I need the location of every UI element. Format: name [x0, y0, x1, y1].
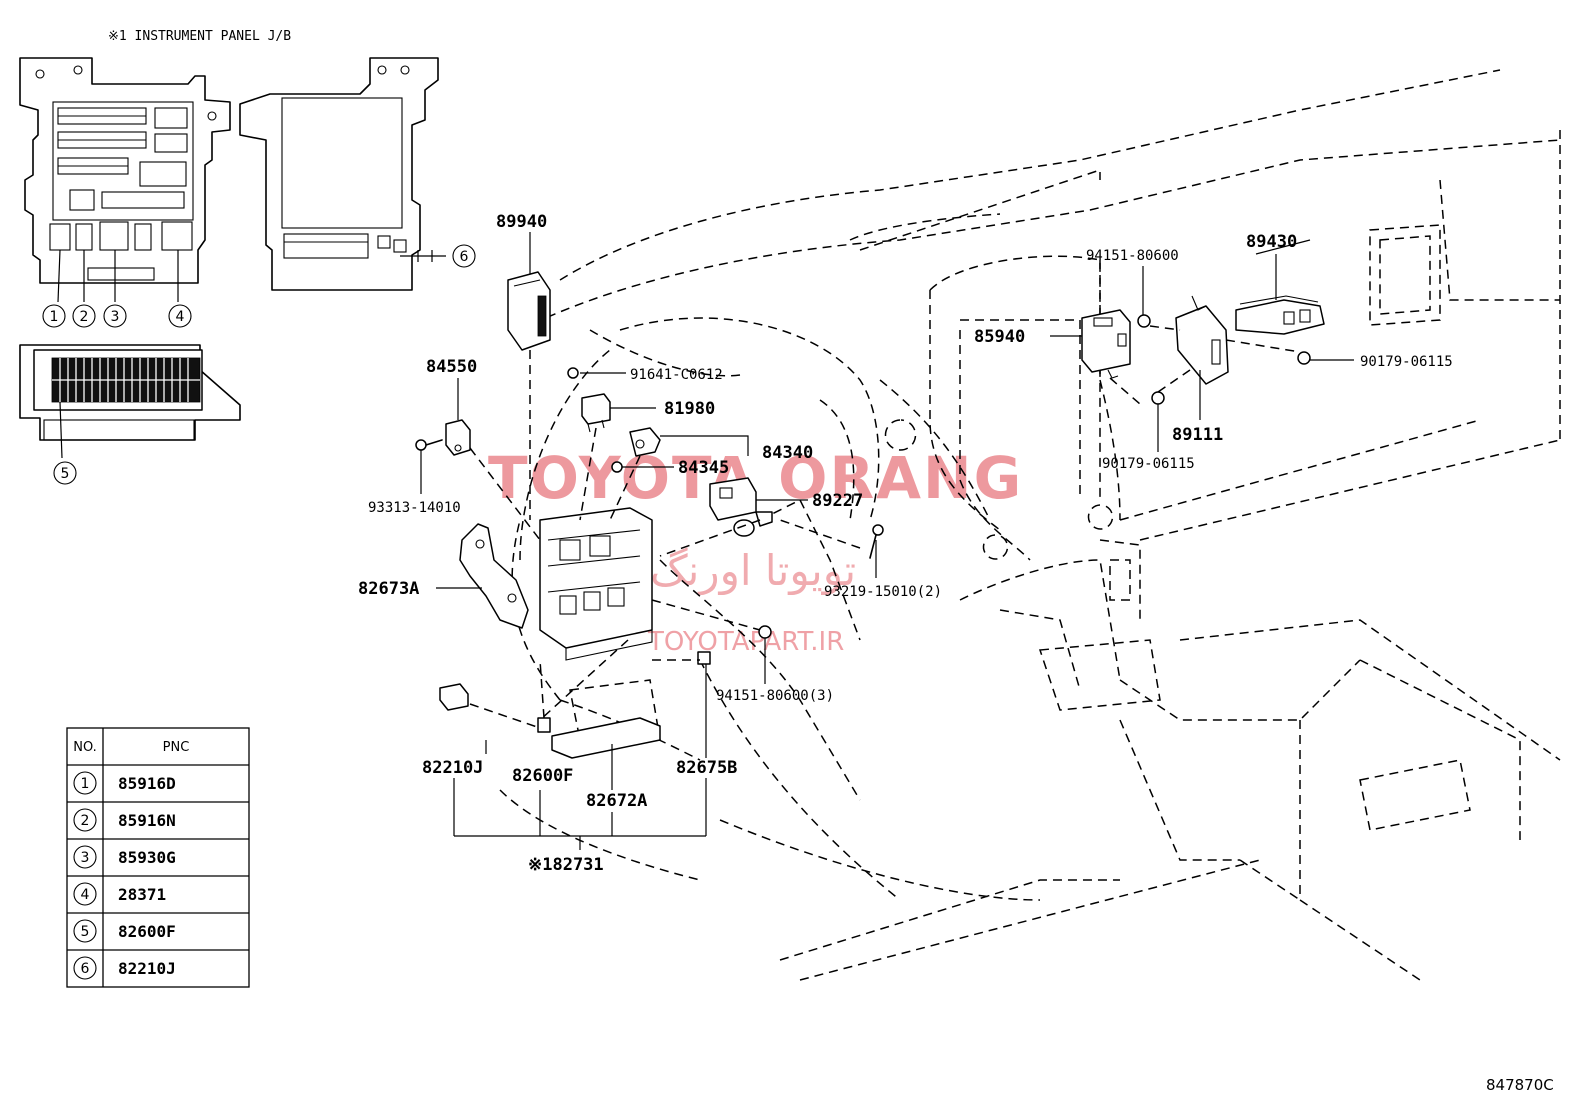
- part-91641-screw: [567, 367, 579, 379]
- jb-back-view: [239, 57, 439, 291]
- diagram-reference-code: 847870C: [1486, 1076, 1554, 1094]
- part-89111-receiver: [1175, 295, 1229, 385]
- label-82210J: 82210J: [422, 758, 483, 778]
- table-row-no: 2: [81, 813, 90, 829]
- table-row-no: 3: [81, 850, 90, 866]
- label-82731: ※182731: [528, 855, 604, 875]
- part-84345-clip: [611, 461, 623, 473]
- jb-title: ※1 INSTRUMENT PANEL J/B: [108, 29, 291, 44]
- table-row: 3 85930G: [73, 845, 176, 869]
- watermark-site: TOYOTAPART.IR: [647, 627, 844, 657]
- part-84550-switch: [445, 419, 471, 456]
- table-header-no: NO.: [73, 740, 97, 755]
- label-89227: 89227: [812, 491, 863, 511]
- table-row-pnc: 85916D: [118, 774, 176, 793]
- part-89430-sensor: [1235, 295, 1325, 335]
- table-row: 2 85916N: [73, 808, 176, 832]
- table-row: 6 82210J: [73, 956, 176, 980]
- jb-marker-4: 4: [168, 304, 192, 328]
- part-90179-nut-a: [1297, 351, 1311, 365]
- part-81980-relay: [581, 393, 611, 433]
- table-row-pnc: 85916N: [118, 811, 176, 830]
- label-90179-b: 90179-06115: [1102, 456, 1195, 472]
- part-89227-module: [709, 477, 773, 537]
- assembly-guides: [469, 325, 1301, 729]
- part-82210J-connector: [439, 683, 469, 711]
- part-84340-switch: [629, 427, 661, 457]
- part-85940-relay: [1081, 309, 1131, 379]
- part-82672A-cover: [551, 717, 661, 759]
- pnc-table: NO. PNC 1 85916D 2 85916N 3 85930G 4 283…: [66, 727, 250, 988]
- label-82600F: 82600F: [512, 766, 573, 786]
- label-82673A: 82673A: [358, 579, 419, 599]
- watermark-arabic: تویوتا اورنگ: [650, 546, 856, 595]
- part-93313-bolt: [415, 439, 443, 451]
- label-85940: 85940: [974, 327, 1025, 347]
- jb-marker-3: 3: [103, 304, 127, 328]
- table-header-pnc: PNC: [163, 740, 190, 755]
- part-89940-ecu: [507, 271, 551, 351]
- svg-text:2: 2: [80, 309, 89, 325]
- jb-marker-6: 6: [452, 244, 476, 268]
- label-81980: 81980: [664, 399, 715, 419]
- part-93219-bolt: [869, 524, 884, 559]
- table-row: 1 85916D: [73, 771, 176, 795]
- table-row: 4 28371: [73, 882, 166, 906]
- label-82675B: 82675B: [676, 758, 737, 778]
- label-94151: 94151-80600: [1086, 248, 1179, 264]
- dashboard-outline: [499, 69, 1561, 981]
- callout-labels: 89940 84550 91641-C0612 81980 84340 8434…: [358, 212, 1453, 875]
- part-82731-junction-block: [539, 507, 653, 661]
- label-93313: 93313-14010: [368, 500, 461, 516]
- jb-marker-1: 1: [42, 304, 66, 328]
- table-row: 5 82600F: [73, 919, 176, 943]
- label-89111: 89111: [1172, 425, 1223, 445]
- label-91641: 91641-C0612: [630, 367, 723, 383]
- table-row-pnc: 28371: [118, 885, 166, 904]
- label-84550: 84550: [426, 357, 477, 377]
- label-84340: 84340: [762, 443, 813, 463]
- table-row-no: 6: [81, 961, 90, 977]
- jb-front-view: [19, 57, 231, 284]
- table-row-no: 4: [81, 887, 90, 903]
- table-row-pnc: 82210J: [118, 959, 176, 978]
- svg-text:5: 5: [61, 466, 70, 482]
- label-89430: 89430: [1246, 232, 1297, 252]
- table-row-no: 5: [81, 924, 90, 940]
- jb-marker-2: 2: [72, 304, 96, 328]
- jb-connector-view: [19, 344, 241, 441]
- label-93219: 93219-15010(2): [824, 584, 942, 600]
- label-90179-a: 90179-06115: [1360, 354, 1453, 370]
- part-82600F-connector: [537, 717, 551, 733]
- svg-text:4: 4: [176, 309, 185, 325]
- label-84345: 84345: [678, 458, 729, 478]
- label-89940: 89940: [496, 212, 547, 232]
- table-row-pnc: 82600F: [118, 922, 176, 941]
- part-94151-nut-right: [1137, 314, 1151, 328]
- svg-text:6: 6: [460, 249, 469, 265]
- table-row-pnc: 85930G: [118, 848, 176, 867]
- label-94151-qty3: 94151-80600(3): [716, 688, 834, 704]
- table-row-no: 1: [81, 776, 90, 792]
- part-90179-nut-b: [1151, 391, 1165, 405]
- part-82675B-clip: [697, 651, 711, 665]
- label-82672A: 82672A: [586, 791, 647, 811]
- svg-text:3: 3: [111, 309, 120, 325]
- svg-text:1: 1: [50, 309, 59, 325]
- part-94151-nut-left: [758, 625, 772, 639]
- leader-lines: [420, 232, 1354, 850]
- part-82673A-bracket: [459, 523, 529, 629]
- jb-marker-5: 5: [53, 461, 77, 485]
